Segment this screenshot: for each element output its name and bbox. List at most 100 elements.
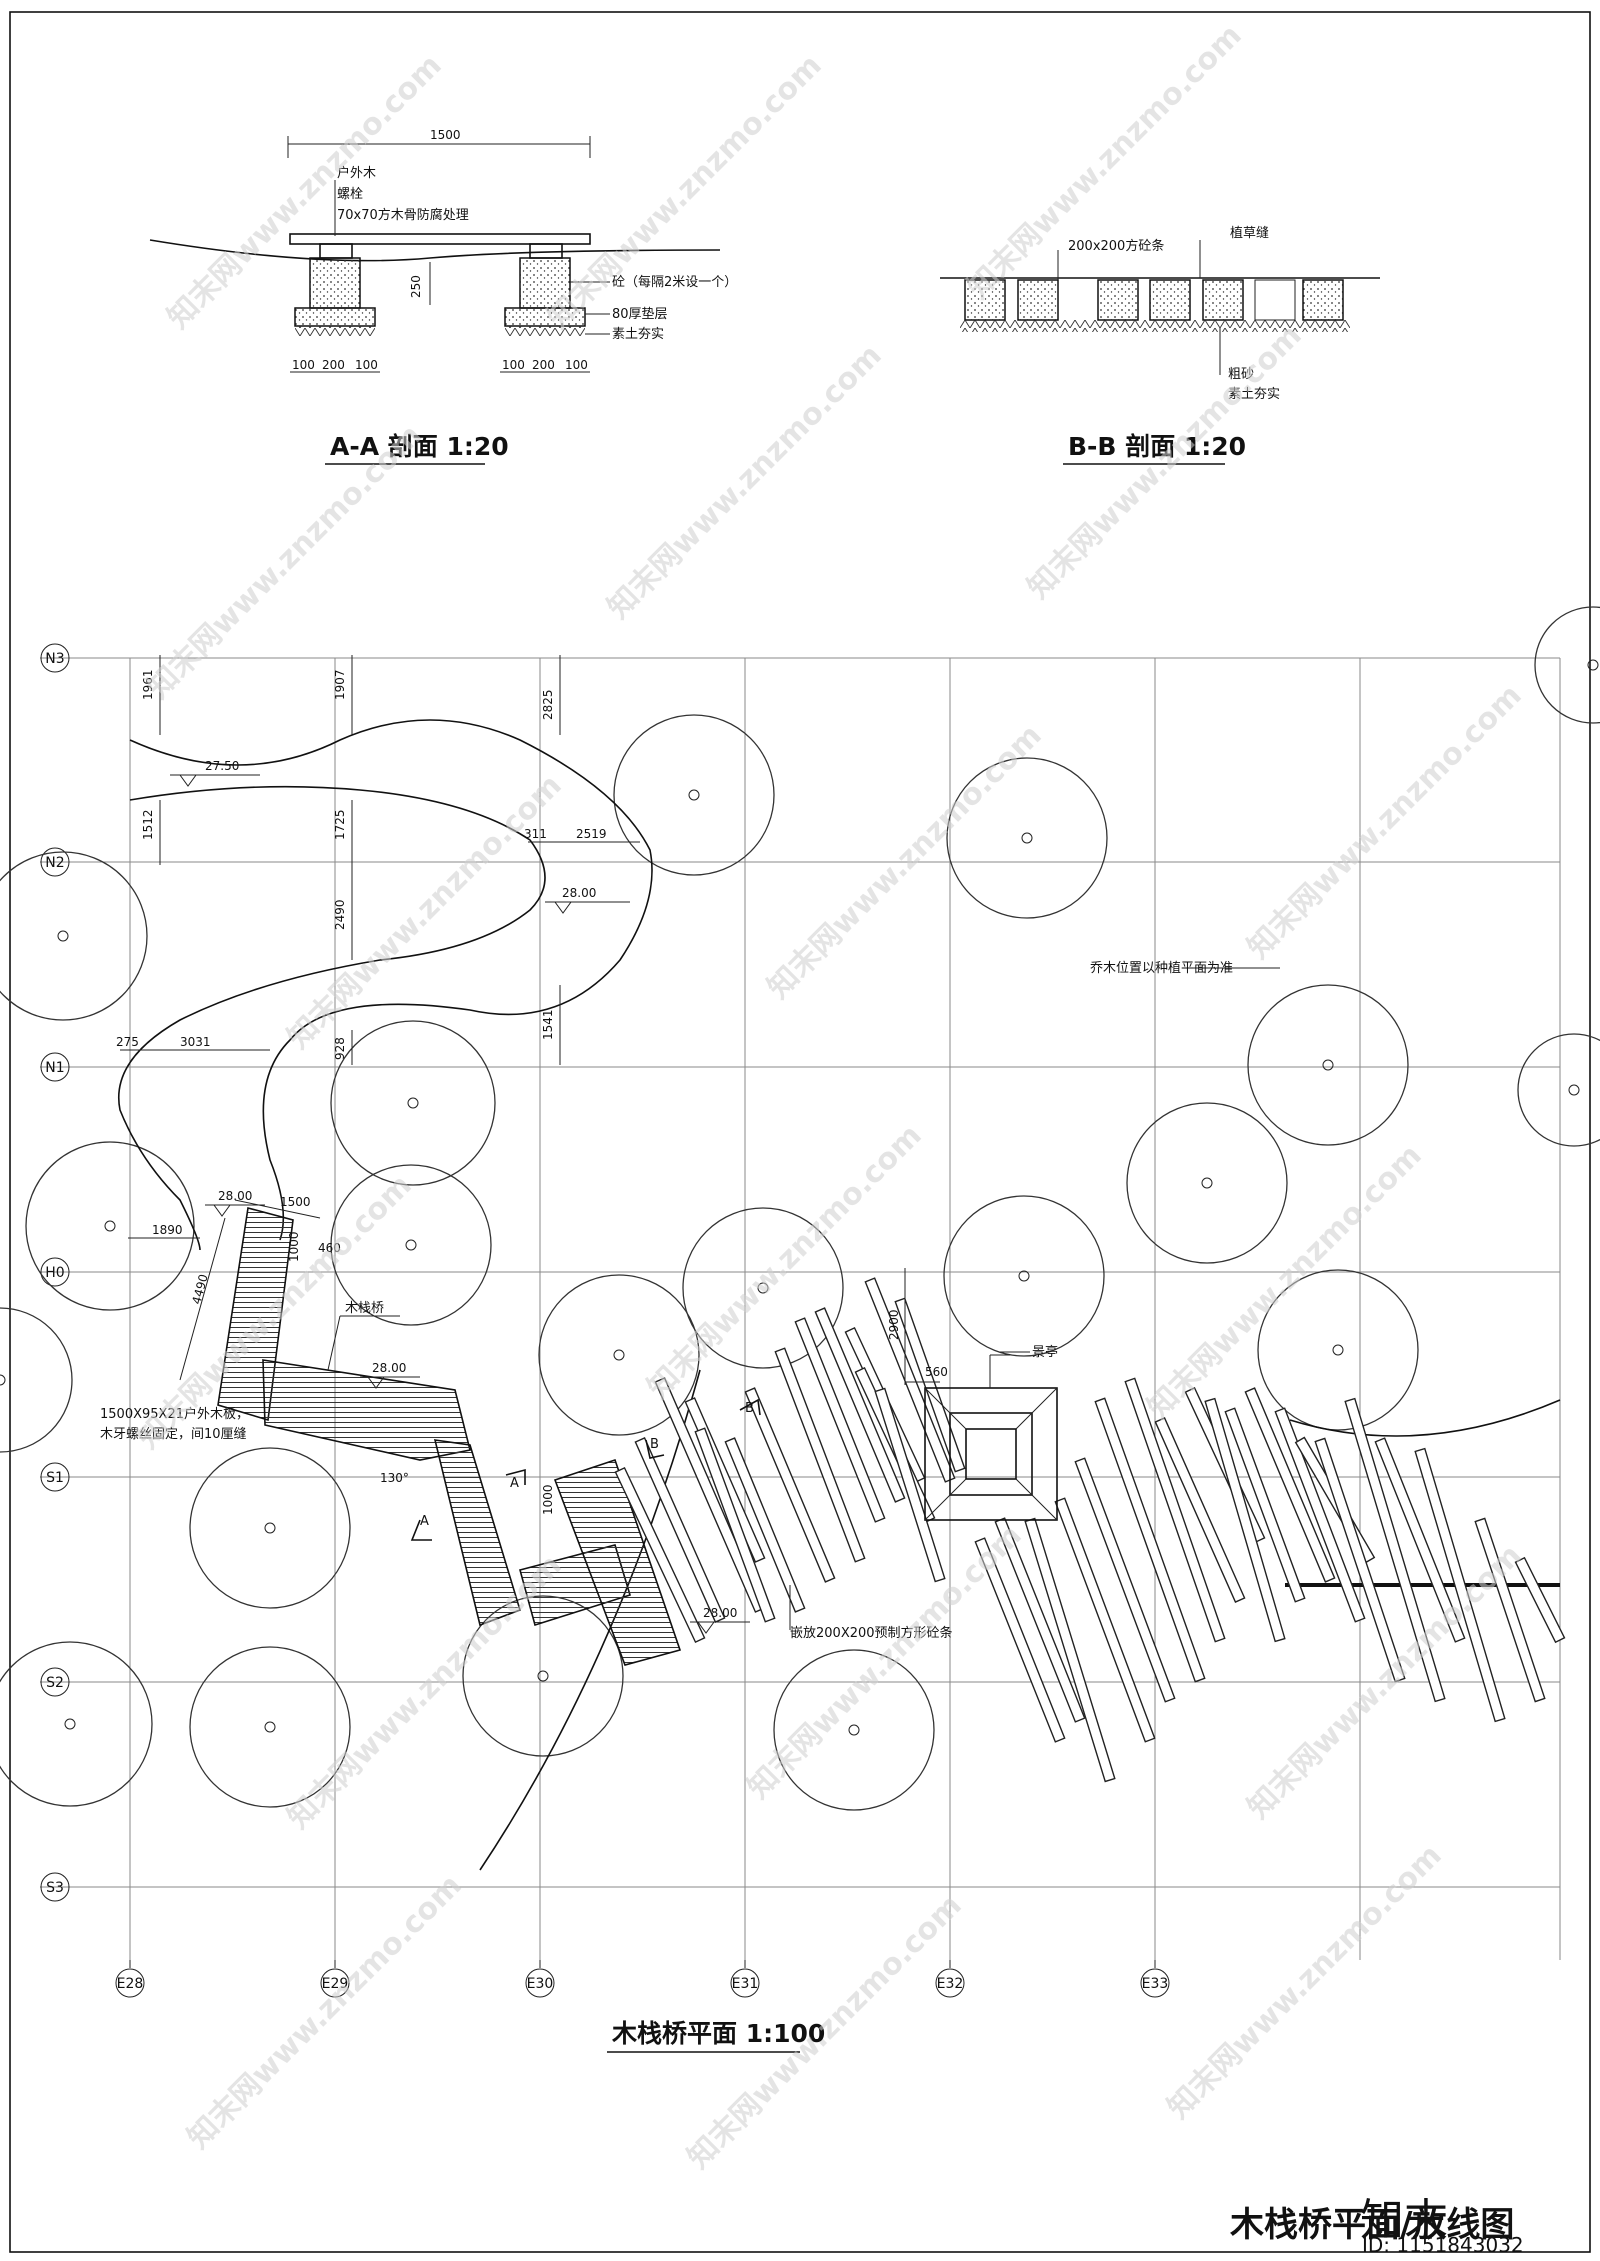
concrete-strip	[874, 1387, 946, 1583]
tree-canopy	[0, 1641, 153, 1807]
dim-2490: 2490	[333, 899, 347, 930]
section-a-dim-height: 250	[409, 275, 423, 298]
plan-title: 木栈桥平面 1:100	[611, 2019, 825, 2048]
watermark-text: 知末网www.znzmo.com	[1241, 678, 1529, 966]
dim-2900: 2900	[887, 1309, 901, 1340]
dim-1000: 1000	[287, 1231, 301, 1262]
concrete-strip	[1224, 1407, 1306, 1603]
tree-trunk	[57, 930, 69, 942]
tree-trunk	[64, 1718, 76, 1730]
section-a-label-wood: 户外木	[337, 165, 376, 181]
col-axis-bubble	[320, 1968, 350, 1998]
tree-canopy	[1126, 1102, 1288, 1264]
watermark-logo: 知末	[1360, 2195, 1448, 2246]
concrete-strip	[1514, 1556, 1566, 1644]
concrete-strip	[974, 1537, 1066, 1743]
tree-trunk	[537, 1670, 549, 1682]
row-axis-bubble	[40, 1667, 70, 1697]
concrete-strip	[1094, 1397, 1206, 1683]
row-axis-label: S1	[46, 1470, 64, 1486]
section-a-dim-1: 100	[292, 358, 315, 372]
section-b-title: B-B 剖面 1:20	[1068, 432, 1246, 461]
row-axis-bubble	[40, 1462, 70, 1492]
col-axis-label: E30	[527, 1976, 554, 1992]
dim-1512: 1512	[141, 809, 155, 840]
angle-130: 130°	[380, 1471, 409, 1485]
tree-canopy	[946, 757, 1108, 919]
tree-trunk	[1332, 1344, 1344, 1356]
axis-grid	[40, 657, 1561, 1960]
concrete-strip	[1054, 1497, 1156, 1743]
section-b-label-grass: 植草缝	[1230, 226, 1269, 241]
dim-1000-b: 1000	[541, 1484, 555, 1515]
watermark-text: 知末网www.znzmo.com	[181, 1868, 469, 2156]
section-a-dim-5: 200	[532, 358, 555, 372]
row-axis-label: N1	[45, 1060, 64, 1076]
row-axis-label: N3	[45, 651, 64, 667]
section-a-dim-2: 200	[322, 358, 345, 372]
row-axis-label: N2	[45, 855, 64, 871]
tree-trunk	[1018, 1270, 1030, 1282]
tree-trunk	[264, 1522, 276, 1534]
dim-560: 560	[925, 1365, 948, 1379]
row-axis-bubble	[40, 1872, 70, 1902]
path-edge-lower	[479, 1369, 701, 1871]
dim-1890: 1890	[152, 1223, 183, 1237]
deck-board-fix: 木牙螺丝固定，间10厘缝	[100, 1427, 247, 1442]
row-axis-label: S3	[46, 1880, 64, 1896]
col-axis-label: E32	[937, 1976, 964, 1992]
dim-1961: 1961	[141, 669, 155, 700]
concrete-strip	[1074, 1457, 1176, 1703]
elev-4: 28.00	[372, 1361, 406, 1375]
tree-canopy	[330, 1020, 496, 1186]
section-a-label-soil: 素土夯实	[612, 327, 664, 342]
tree-trunk	[1568, 1084, 1580, 1096]
concrete-strip	[1274, 1407, 1366, 1623]
tree-canopy	[0, 1307, 73, 1453]
row-axis-bubble	[40, 643, 70, 673]
col-axis-bubble	[525, 1968, 555, 1998]
section-a-detail: 1500 户外木 螺栓 70x70方木骨防腐处理 砼（每隔2米设一个） 80厚垫…	[149, 128, 737, 465]
dim-2825: 2825	[541, 689, 555, 720]
row-axis-label: H0	[45, 1265, 64, 1281]
tree-trunk	[613, 1349, 625, 1361]
tree-canopy	[1247, 984, 1409, 1146]
tree-note: 乔木位置以种植平面为准	[1090, 961, 1233, 976]
concrete-strip	[724, 1437, 806, 1613]
tree-canopy	[1517, 1033, 1600, 1147]
elevation-markers: 27.50 28.00 28.00 28.00 28.00	[170, 759, 750, 1634]
row-axis-bubble	[40, 847, 70, 877]
concrete-strip	[1124, 1377, 1226, 1643]
sheet-title: 木栈桥平面/放线图	[1229, 2205, 1514, 2245]
boardwalk-deck	[217, 1206, 682, 1666]
concrete-strip	[774, 1347, 866, 1563]
tree-canopy	[613, 714, 775, 876]
concrete-strip	[1204, 1397, 1286, 1643]
watermark-text: 知末网www.znzmo.com	[281, 768, 569, 1056]
col-axis-bubble	[115, 1968, 145, 1998]
sheet-border	[9, 11, 1591, 2253]
boardwalk-label: 木栈桥	[345, 1301, 384, 1316]
concrete-strip	[694, 1427, 776, 1623]
col-axis-bubble	[1140, 1968, 1170, 1998]
tree-canopy	[1257, 1269, 1419, 1431]
tree-canopy	[943, 1195, 1105, 1357]
watermark-text: 知末网www.znzmo.com	[281, 1548, 569, 1836]
dim-311: 311	[524, 827, 547, 841]
tree-canopy	[189, 1646, 351, 1808]
section-a-label-bolt: 螺栓	[337, 187, 363, 202]
concrete-strip	[1344, 1397, 1446, 1703]
section-cut-markers: A A B B	[410, 1398, 761, 1541]
section-b-label-sand: 粗砂	[1228, 367, 1254, 382]
section-a-label-concrete: 砼（每隔2米设一个）	[612, 274, 737, 290]
tree-canopy	[682, 1207, 844, 1369]
concrete-strip	[614, 1466, 706, 1644]
col-axis-label: E28	[117, 1976, 144, 1992]
tree-trunk	[405, 1239, 417, 1251]
section-a-label-joist: 70x70方木骨防腐处理	[337, 207, 469, 223]
dim-1907: 1907	[333, 669, 347, 700]
dim-460: 460	[318, 1241, 341, 1255]
